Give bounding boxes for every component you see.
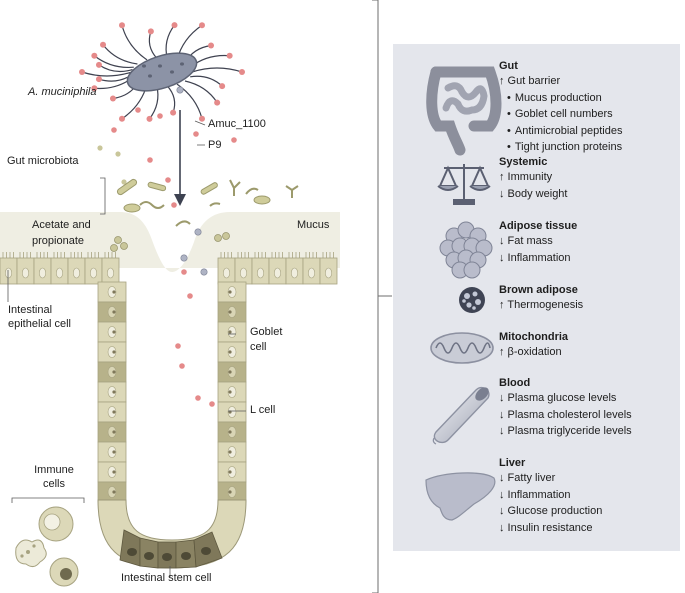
immune-label-line2: cells (42, 478, 65, 490)
section-title: Mitochondria (499, 331, 569, 343)
crypt-right-wall (217, 281, 247, 503)
section-adipose-tissue: Adipose tissue ↓ Fat mass ↓ Inflammation (499, 220, 577, 266)
balance-scale-icon (437, 164, 491, 205)
p9-label: P9 (208, 139, 222, 151)
brown-adipocyte-icon (459, 287, 485, 313)
goblet-label-line1: Goblet (250, 326, 283, 338)
akkermansia-label: A. muciniphila (28, 86, 97, 98)
effect-line: Mucus production (499, 90, 622, 107)
section-gut: Gut ↑ Gut barrierMucus productionGoblet c… (499, 60, 622, 156)
effect-line: ↑ Immunity (499, 171, 553, 183)
epithelial-label-line2: epithelial cell (8, 318, 71, 330)
section-liver: Liver ↓ Fatty liver ↓ Inflammation ↓ Glucos… (499, 457, 602, 536)
effect-line: Tight junction proteins (499, 139, 622, 156)
immune-cells (15, 506, 79, 587)
section-title: Systemic (499, 156, 548, 168)
goblet-label-line2: cell (250, 341, 267, 353)
section-title: Adipose tissue (499, 220, 578, 232)
arrowhead-icon (174, 194, 186, 206)
effects-panel: Gut ↑ Gut barrierMucus productionGoblet c… (393, 44, 680, 551)
leader-lines (7, 120, 246, 577)
effect-line: Goblet cell numbers (499, 106, 622, 123)
section-title: Liver (499, 457, 526, 469)
section-blood: Blood ↓ Plasma glucose levels ↓ Plasma cho… (499, 377, 632, 440)
liver-icon (425, 472, 496, 521)
acetate-label-line1: Acetate and (32, 219, 91, 231)
effect-line: ↓ Inflammation (499, 488, 571, 501)
epithelial-label-line1: Intestinal (8, 304, 53, 316)
stem-cells (119, 529, 223, 569)
section-systemic: Systemic ↑ Immunity ↓ Body weight (499, 156, 567, 202)
section-mitochondria: Mitochondria ↑ β-oxidation (499, 331, 568, 361)
mucus-label: Mucus (297, 219, 330, 231)
effect-line: ↓ Fat mass (499, 235, 553, 247)
acetate-label-line2: propionate (32, 235, 84, 247)
effect-line: ↑ Gut barrier (499, 75, 561, 87)
effect-line: ↓ Plasma cholesterol levels (499, 408, 632, 421)
akkermansia-bacterium (79, 22, 245, 122)
effect-line: ↓ Plasma triglyceride levels (499, 425, 632, 437)
gut-microbiota-cluster (116, 178, 299, 227)
crypt-left-wall (97, 281, 127, 503)
effect-line: ↓ Inflammation (499, 251, 571, 264)
section-brown-adipose: Brown adipose ↑ Thermogenesis (499, 284, 583, 314)
mitochondrion-icon (430, 332, 494, 364)
amuc-1100-label: Amuc_1100 (208, 118, 266, 130)
panel-bracket (372, 0, 392, 593)
immune-label-line1: Immune (34, 464, 74, 476)
section-title: Gut (499, 60, 518, 72)
section-title: Brown adipose (499, 284, 578, 296)
effect-line: Antimicrobial peptides (499, 123, 623, 140)
effect-line: ↓ Glucose production (499, 505, 603, 517)
effect-line: ↑ β-oxidation (499, 346, 562, 358)
adipose-cells-icon (439, 221, 493, 279)
stem-cell-label: Intestinal stem cell (121, 572, 212, 584)
effect-line: ↑ Thermogenesis (499, 299, 584, 311)
effect-line: ↓ Fatty liver (499, 472, 556, 484)
blood-vessel-icon (432, 386, 490, 445)
acetate-propionate-particles (110, 232, 230, 252)
gut-microbiota-label: Gut microbiota (7, 155, 79, 167)
section-title: Blood (499, 377, 531, 389)
l-cell-label: L cell (250, 404, 276, 416)
particles (97, 86, 237, 407)
surface-epithelium (0, 252, 338, 285)
effect-line: ↓ Insulin resistance (499, 521, 593, 534)
effect-line: ↓ Plasma glucose levels (499, 392, 617, 404)
intestine-icon (426, 66, 502, 156)
effect-line: ↓ Body weight (499, 187, 568, 200)
